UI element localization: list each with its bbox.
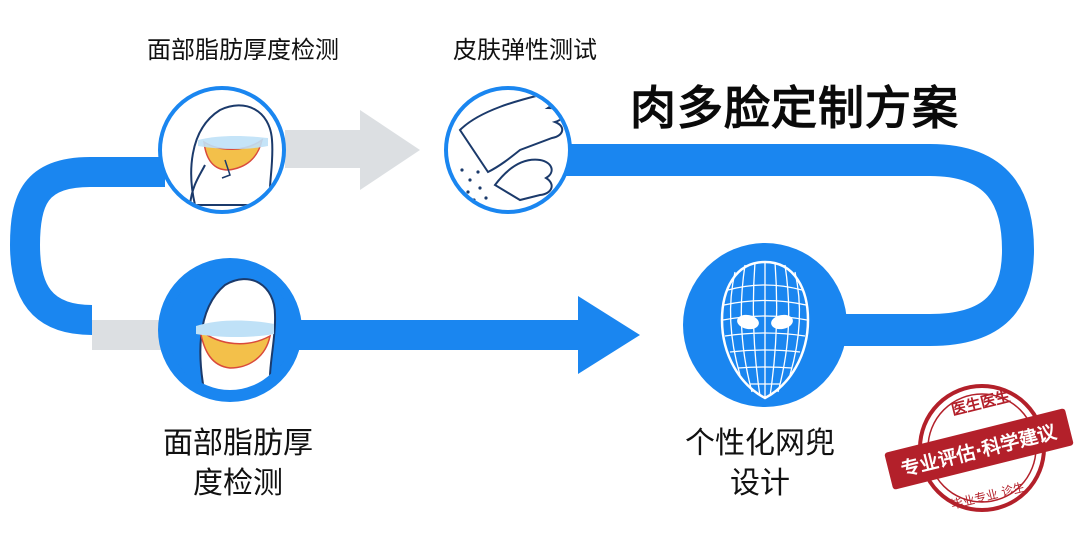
step-3-label: 面部脂肪厚 度检测 [118,424,358,504]
flow-band-right-curve [565,144,1035,346]
page-title: 肉多脸定制方案 [630,81,959,135]
mesh-mask-icon [720,260,810,400]
step-4-label-line-1: 个性化网兜 [685,426,835,461]
step-3-node [158,258,302,402]
step-3-label-line-2: 度检测 [193,466,283,501]
step-3-label-line-1: 面部脂肪厚 [163,426,313,461]
step-4-label-line-2: 设计 [730,466,790,501]
step-2-node [444,86,572,214]
hand-skin-test-icon [454,93,564,202]
step-2-label: 皮肤弹性测试 [453,36,597,64]
step-1-node [158,86,286,214]
stamp-bottom-text: 毕业专业 诊生 [949,479,1026,512]
step-4-label: 个性化网兜 设计 [650,424,870,504]
flow-band-left-curve [9,157,165,335]
certification-stamp: 医生医生 专业评估·科学建议 毕业专业 诊生 [884,384,1074,512]
face-fat-scan-icon [189,104,274,206]
gray-arrow-shaft [285,130,365,168]
face-profile-fat-icon [196,278,277,390]
step-4-node [683,243,847,407]
step-1-label: 面部脂肪厚度检测 [147,36,339,64]
blue-arrow-head [578,296,640,374]
gray-arrow-head [360,110,420,190]
